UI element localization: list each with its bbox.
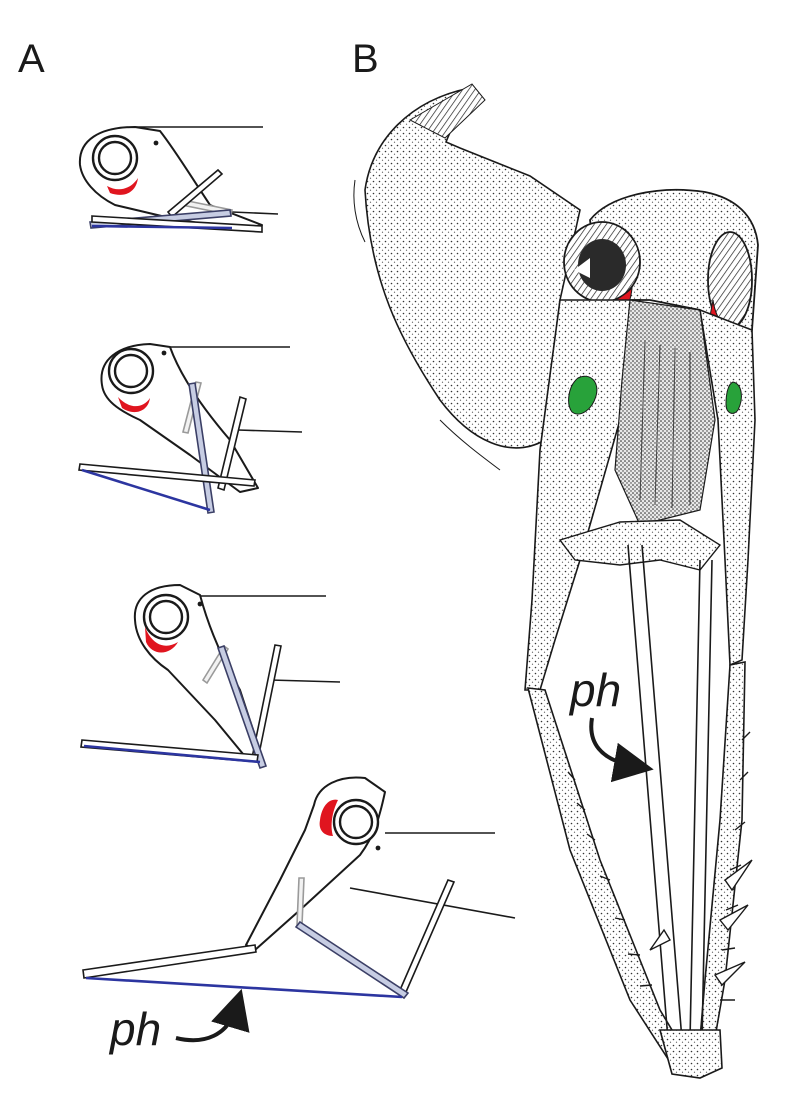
left-green-organ xyxy=(568,375,598,415)
fin-rays xyxy=(408,83,486,139)
stage-4-lower-line xyxy=(349,887,516,919)
jaw-tip xyxy=(658,1029,723,1079)
stage-4-lower-jaw-bar xyxy=(82,944,257,979)
stage-4-pivot-dot xyxy=(375,845,381,851)
stage-2-ligament xyxy=(81,468,211,512)
panel-letter-a: A xyxy=(18,37,45,81)
stage-1-pivot-dot xyxy=(153,140,159,146)
panel-a-stage-3 xyxy=(80,584,341,770)
stage-4-red-muscle xyxy=(319,799,338,836)
right-green-organ xyxy=(725,381,742,414)
panel-a-ph-arrow xyxy=(175,988,250,1043)
stage-4-blue-bar xyxy=(294,920,410,1000)
gill-arches xyxy=(614,299,716,526)
gill-arch-lines xyxy=(639,339,691,509)
stage-4-grey-bar xyxy=(296,877,305,926)
stage-1-lower-line xyxy=(231,211,279,215)
stage-2-white-bar xyxy=(217,395,247,492)
stage-1-red-muscle xyxy=(107,178,138,195)
panel-letter-b: B xyxy=(352,37,379,81)
right-fangs xyxy=(713,859,753,987)
pharyngeal-rod-left xyxy=(627,544,683,1041)
panel-a-ph-label: ph xyxy=(108,1003,161,1055)
panel-b-ph-label: ph xyxy=(568,664,621,716)
stage-2-lower-line xyxy=(237,429,303,433)
stage-4-white-bar xyxy=(398,879,456,993)
stage-3-red-muscle xyxy=(145,627,178,653)
panel-a-stage-2 xyxy=(78,343,303,514)
panel-b-ph-arrow xyxy=(589,717,654,783)
stage-3-ligament xyxy=(83,744,261,764)
right-upper-jaw xyxy=(698,308,756,667)
stage-2-eye-inner xyxy=(113,353,149,389)
left-eye-glint xyxy=(574,258,590,278)
left-teeth xyxy=(567,771,671,987)
branchiostegal-ray xyxy=(439,419,501,471)
stage-1-eye-inner xyxy=(97,140,133,176)
pharyngeal-rod-right xyxy=(689,559,713,1041)
stage-3-eye-inner xyxy=(148,599,184,635)
stage-3-blue-bar xyxy=(216,644,268,770)
stage-2-pivot-dot xyxy=(161,350,167,356)
stage-3-pivot-dot xyxy=(197,601,203,607)
right-teeth xyxy=(720,731,751,1001)
stage-2-red-muscle xyxy=(118,397,150,413)
stage-2-lower-jaw-bar xyxy=(78,463,256,487)
panel-b-fish-skull xyxy=(353,83,759,1079)
stage-4-eye-inner xyxy=(338,804,374,840)
panel-a-stage-1 xyxy=(78,126,279,233)
panel-a-stage-4 xyxy=(82,776,516,1000)
gill-filaments xyxy=(353,179,366,243)
stage-4-ligament xyxy=(85,976,403,999)
stage-1-ligament xyxy=(91,224,233,230)
stage-3-lower-line xyxy=(269,679,341,683)
